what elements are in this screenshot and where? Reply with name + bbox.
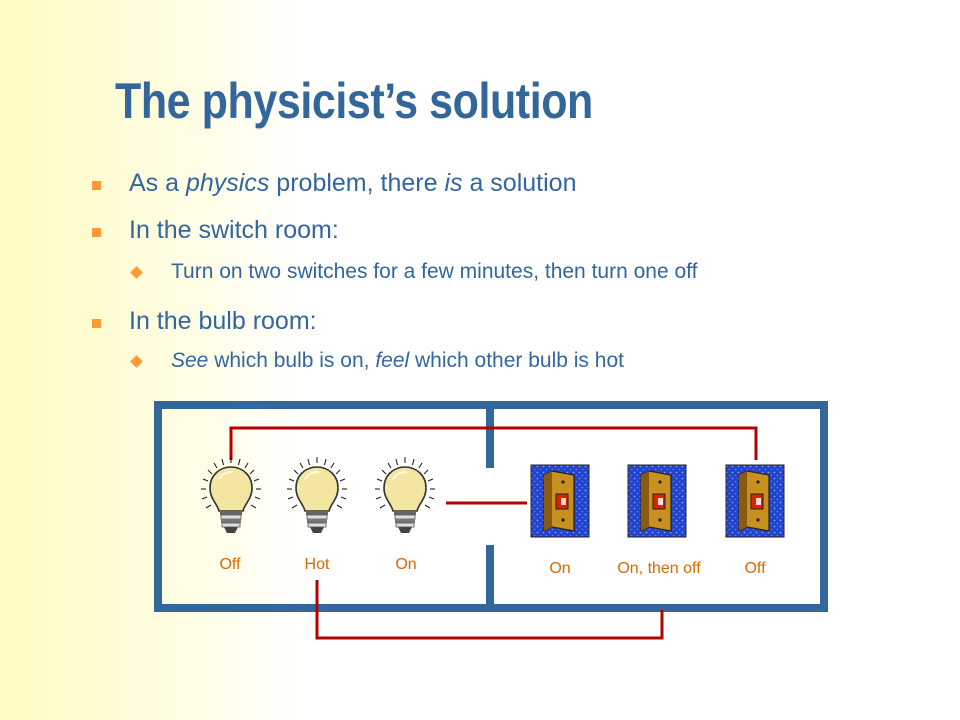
bullet-text: In the bulb room: <box>129 307 317 335</box>
text-run-italic: is <box>444 169 463 197</box>
square-bullet-icon <box>92 181 101 190</box>
slide-title: The physicist’s solution <box>115 73 593 129</box>
bullet-text: In the switch room: <box>129 216 339 244</box>
bullet-text: As a physics problem, there is a solutio… <box>129 169 576 198</box>
bullet-text: See which bulb is on, feel which other b… <box>171 349 624 373</box>
lightbulb-hot-icon <box>286 456 348 534</box>
bullet-text: Turn on two switches for a few minutes, … <box>171 260 698 283</box>
square-bullet-icon <box>92 319 101 328</box>
wires <box>229 426 758 640</box>
text-run: problem, there <box>269 169 445 197</box>
text-run: which bulb is on, <box>208 349 376 372</box>
square-bullet-icon <box>92 228 101 237</box>
light-switch-off-icon <box>725 464 785 538</box>
bulb-label-hot: Hot <box>304 556 330 573</box>
wire-hot-bulb-to-on-then-off-switch <box>315 580 664 640</box>
light-switch-on-icon <box>530 464 590 538</box>
lightbulb-on-icon <box>374 456 436 534</box>
switch-label-off: Off <box>744 560 766 577</box>
text-run: a solution <box>462 169 577 197</box>
text-run-italic: feel <box>375 349 410 372</box>
bulb-label-on: On <box>395 556 417 573</box>
bulb-label-off: Off <box>219 556 241 573</box>
text-run-italic: physics <box>185 169 270 197</box>
switch-label-on: On <box>549 560 571 577</box>
wire-off-bulb-to-off-switch <box>229 426 758 460</box>
text-run: which other bulb is hot <box>409 349 624 372</box>
lightbulb-off-icon <box>200 456 262 534</box>
text-run: As a <box>129 169 186 197</box>
text-run-italic: See <box>171 349 209 372</box>
switch-label-on-then-off: On, then off <box>617 560 701 577</box>
room-walls <box>154 401 828 612</box>
light-switch-on-then-off-icon <box>627 464 687 538</box>
